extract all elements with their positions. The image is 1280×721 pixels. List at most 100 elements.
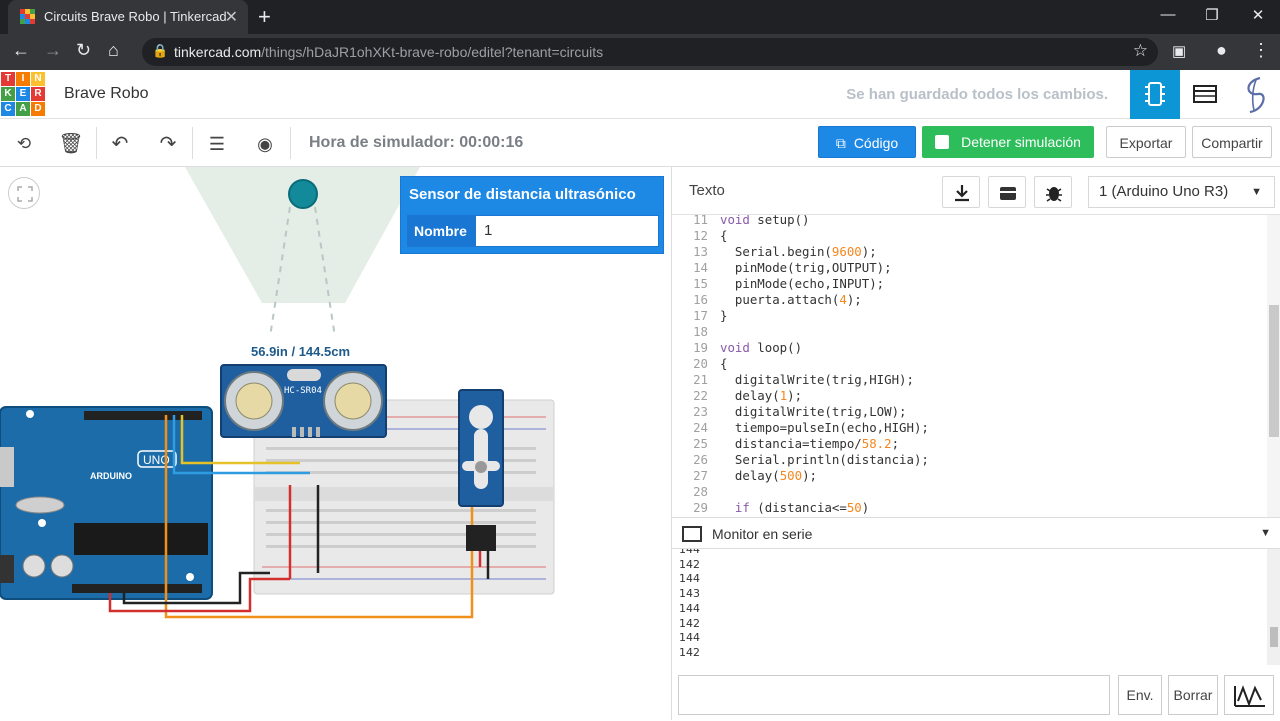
new-tab-icon[interactable]: + (258, 4, 271, 29)
line-number: 29 (693, 500, 708, 515)
project-title[interactable]: Brave Robo (64, 85, 149, 102)
line-number: 19 (693, 340, 708, 355)
restore-icon[interactable]: ❐ (1205, 7, 1219, 24)
line-number: 15 (693, 276, 708, 291)
zoom-to-fit-icon[interactable] (8, 177, 40, 209)
bookmark-star-icon[interactable]: ☆ (1132, 41, 1148, 60)
forward-icon[interactable]: → (44, 40, 62, 60)
stop-icon (935, 135, 950, 149)
url-path: /things/hDaJR1ohXKt-brave-robo/editel?te… (261, 44, 604, 60)
line-number: 21 (693, 372, 708, 387)
target-object[interactable] (288, 179, 318, 209)
library-button[interactable] (988, 176, 1026, 208)
tab-title: Circuits Brave Robo | Tinkercad (44, 9, 227, 24)
export-button[interactable]: Exportar (1106, 126, 1186, 158)
device-select-value: 1 (Arduino Uno R3) (1099, 183, 1229, 200)
line-number: 12 (693, 228, 708, 243)
code-line[interactable]: 25 distancia=tiempo/58.2; (672, 436, 1267, 452)
code-button[interactable]: ⧉Código (818, 126, 916, 158)
code-line[interactable]: 14 pinMode(trig,OUTPUT); (672, 260, 1267, 276)
profile-icon[interactable]: ● (1216, 40, 1227, 60)
wire-orange (164, 415, 474, 619)
bug-icon (1046, 187, 1062, 202)
code-line[interactable]: 21 digitalWrite(trig,HIGH); (672, 372, 1267, 388)
device-select[interactable]: 1 (Arduino Uno R3) ▼ (1088, 176, 1275, 208)
code-line[interactable]: 27 delay(500); (672, 468, 1267, 484)
debugger-button[interactable] (1034, 176, 1072, 208)
component-list-button[interactable] (1180, 70, 1230, 119)
menu-dots-icon[interactable]: ⋮ (1252, 40, 1270, 60)
line-number: 17 (693, 308, 708, 323)
minimize-icon[interactable]: — (1160, 6, 1176, 23)
code-line[interactable]: 13 Serial.begin(9600); (672, 244, 1267, 260)
delete-icon[interactable]: 🗑 (58, 133, 84, 155)
name-label: Nombre (407, 215, 475, 247)
cast-icon[interactable]: ▣ (1172, 43, 1187, 60)
circuit-canvas[interactable]: ARDUINO UNO HC-SR04 56.9in / 144.5cm Sen… (0, 167, 671, 720)
line-text: digitalWrite(trig,LOW); (720, 404, 907, 419)
line-text: void loop() (720, 340, 803, 355)
serial-monitor-header[interactable]: Monitor en serie ▼ (672, 517, 1280, 549)
reload-icon[interactable]: ↻ (76, 40, 92, 60)
code-line[interactable]: 29 if (distancia<=50) (672, 500, 1267, 516)
circuit-view-button[interactable] (1130, 70, 1180, 119)
component-inspector: Sensor de distancia ultrasónico Nombre 1 (400, 176, 664, 254)
code-line[interactable]: 16 puerta.attach(4); (672, 292, 1267, 308)
line-number: 27 (693, 468, 708, 483)
stop-simulation-label: Detener simulación (961, 134, 1081, 150)
wire-yellow (180, 415, 300, 465)
notes-icon[interactable]: ☰ (208, 134, 226, 154)
code-line[interactable]: 28 (672, 484, 1267, 500)
line-text: Serial.println(distancia); (720, 452, 929, 467)
table-icon (1193, 85, 1217, 103)
uno-label: UNO (143, 453, 170, 467)
circuit-icon (1145, 82, 1165, 106)
visibility-icon[interactable]: ◉ (257, 134, 273, 154)
plotter-button[interactable] (1224, 675, 1274, 715)
stop-simulation-button[interactable]: Detener simulación (922, 126, 1094, 158)
serial-input[interactable] (678, 675, 1110, 715)
code-line[interactable]: 19 void loop() (672, 340, 1267, 356)
download-code-button[interactable] (942, 176, 980, 208)
code-line[interactable]: 23 digitalWrite(trig,LOW); (672, 404, 1267, 420)
redo-icon[interactable]: ↷ (159, 133, 177, 155)
send-button[interactable]: Env. (1118, 675, 1162, 715)
code-icon: ⧉ (835, 135, 846, 151)
code-line[interactable]: 15 pinMode(echo,INPUT); (672, 276, 1267, 292)
name-input[interactable]: 1 (475, 215, 659, 247)
terminal-icon (682, 526, 702, 542)
code-line[interactable]: 22 delay(1); (672, 388, 1267, 404)
wire-black (122, 571, 270, 605)
code-mode-label[interactable]: Texto (689, 182, 725, 199)
browser-tab[interactable]: Circuits Brave Robo | Tinkercad ✕ (8, 0, 248, 34)
line-text: digitalWrite(trig,HIGH); (720, 372, 914, 387)
code-panel-header: Texto 1 (Arduino Uno R3) ▼ (672, 167, 1280, 215)
rotate-icon[interactable]: ⟲ (16, 134, 32, 153)
close-window-icon[interactable]: ✕ (1251, 7, 1265, 24)
clear-button[interactable]: Borrar (1168, 675, 1218, 715)
serial-line: 142 (679, 645, 700, 659)
code-line[interactable]: 18 (672, 324, 1267, 340)
sensor-label: HC-SR04 (284, 386, 322, 396)
url-field[interactable]: 🔒 tinkercad.com/things/hDaJR1ohXKt-brave… (142, 38, 1158, 66)
code-line[interactable]: 24 tiempo=pulseIn(echo,HIGH); (672, 420, 1267, 436)
share-button[interactable]: Compartir (1192, 126, 1272, 158)
code-line[interactable]: 20{ (672, 356, 1267, 372)
chevron-down-icon[interactable]: ▼ (1260, 527, 1271, 539)
editor-scrollbar[interactable] (1267, 215, 1280, 517)
back-icon[interactable]: ← (12, 40, 30, 60)
schematic-view-button[interactable] (1230, 70, 1280, 119)
home-icon[interactable]: ⌂ (108, 40, 119, 60)
close-tab-icon[interactable]: ✕ (224, 9, 238, 26)
code-line[interactable]: 26 Serial.println(distancia); (672, 452, 1267, 468)
code-line[interactable]: 17} (672, 308, 1267, 324)
code-line[interactable]: 12{ (672, 228, 1267, 244)
serial-scrollbar[interactable] (1267, 549, 1280, 665)
chevron-down-icon: ▼ (1251, 186, 1262, 198)
line-number: 24 (693, 420, 708, 435)
line-number: 26 (693, 452, 708, 467)
undo-icon[interactable]: ↶ (111, 133, 129, 155)
